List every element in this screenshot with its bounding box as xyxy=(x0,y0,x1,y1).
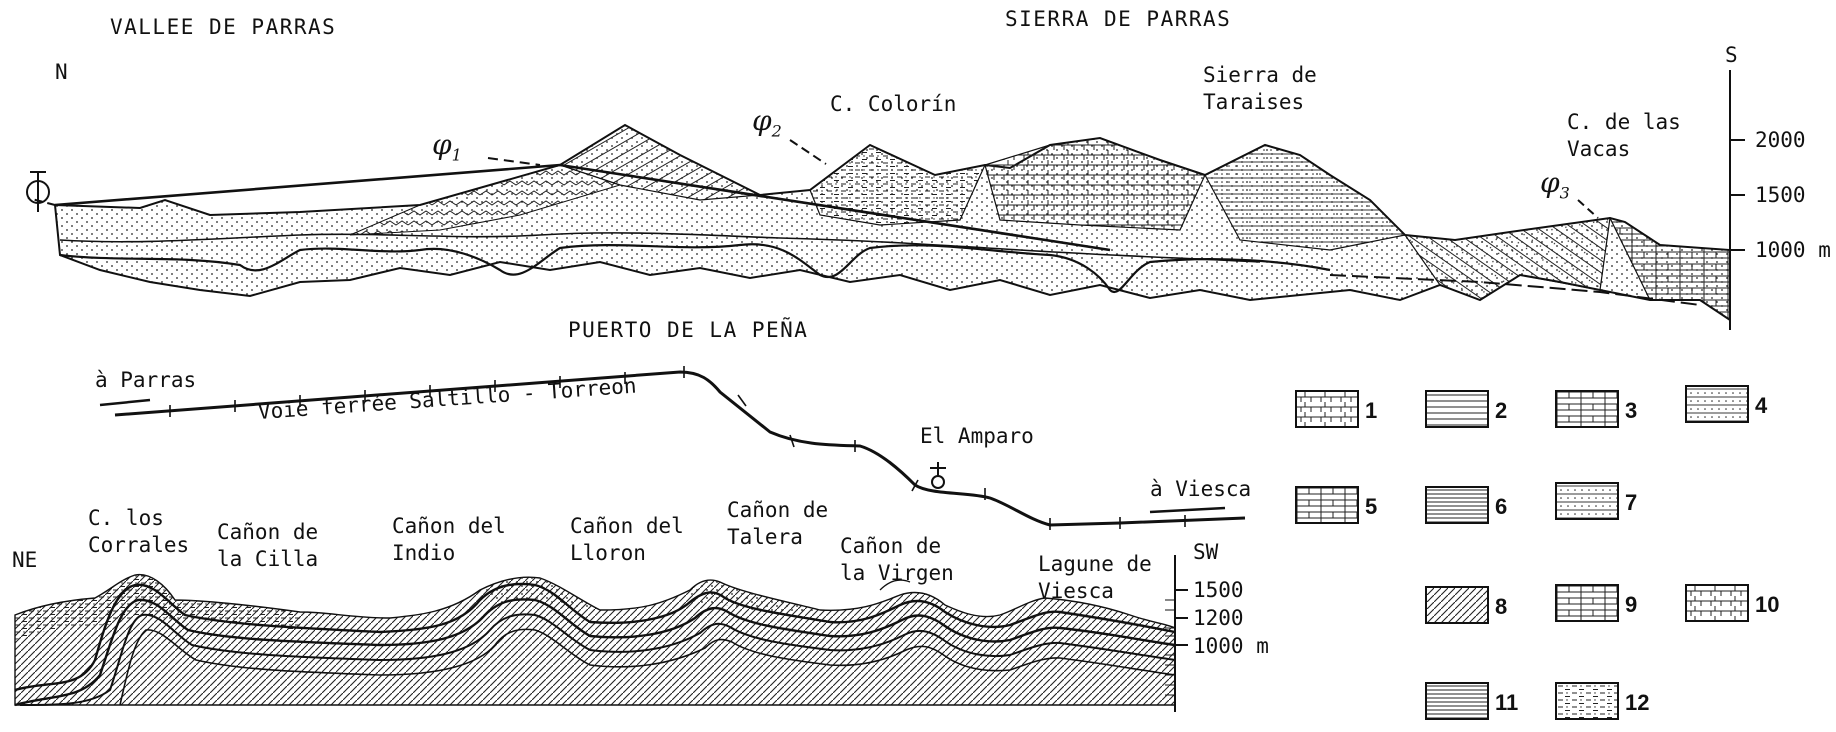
corrales-line1: C. los xyxy=(88,506,164,530)
talera-line1: Cañon de xyxy=(727,498,829,522)
legend-num-9: 9 xyxy=(1625,592,1638,617)
fault-phi3-label: φ3 xyxy=(1540,166,1570,203)
bottom-elevation-scale xyxy=(1165,555,1188,712)
bottom-scale-1500: 1500 xyxy=(1193,578,1244,602)
el-amparo-label: El Amparo xyxy=(920,424,1034,448)
legend-swatch-12 xyxy=(1555,682,1619,720)
legend-swatch-11 xyxy=(1425,682,1489,720)
legend-item-6: 6 xyxy=(1425,486,1535,528)
peak-taraises-line1: Sierra de xyxy=(1203,63,1317,87)
legend-num-11: 11 xyxy=(1495,690,1519,715)
to-viesca-label: à Viesca xyxy=(1150,477,1252,501)
pass-title: PUERTO DE LA PEÑA xyxy=(568,318,809,342)
railway-route xyxy=(99,366,1246,530)
legend-swatch-3 xyxy=(1555,390,1619,428)
legend-num-3: 3 xyxy=(1625,398,1638,423)
north-label: N xyxy=(55,60,68,84)
legend-item-8: 8 xyxy=(1425,586,1535,628)
legend-item-1: 1 xyxy=(1295,390,1405,432)
top-elevation-scale xyxy=(1729,70,1745,330)
legend-swatch-4 xyxy=(1685,385,1749,423)
legend-item-5: 5 xyxy=(1295,486,1405,528)
bottom-profile xyxy=(14,555,1188,712)
legend-item-4: 4 xyxy=(1685,385,1795,427)
legend-item-9: 9 xyxy=(1555,584,1665,626)
legend-swatch-7 xyxy=(1555,482,1619,520)
viesca-line2: Viesca xyxy=(1038,579,1114,603)
legend-num-8: 8 xyxy=(1495,594,1508,619)
legend-item-11: 11 xyxy=(1425,682,1535,724)
legend-num-5: 5 xyxy=(1365,494,1378,519)
bottom-scale-1000: 1000 m xyxy=(1193,634,1269,658)
legend-swatch-8 xyxy=(1425,586,1489,624)
peak-vacas-line2: Vacas xyxy=(1567,137,1631,161)
top-scale-2000: 2000 xyxy=(1755,128,1806,152)
legend-num-1: 1 xyxy=(1365,398,1378,423)
lloron-line2: Lloron xyxy=(570,541,646,565)
legend-swatch-2 xyxy=(1425,390,1489,428)
cilla-line2: la Cilla xyxy=(217,547,319,571)
legend-num-6: 6 xyxy=(1495,494,1508,519)
station-icon xyxy=(930,462,946,489)
peak-colorin-label: C. Colorín xyxy=(830,92,957,116)
legend-num-2: 2 xyxy=(1495,398,1508,423)
legend-num-10: 10 xyxy=(1755,592,1780,617)
bottom-profile-body xyxy=(14,573,1176,706)
peak-taraises-line2: Taraises xyxy=(1203,90,1305,114)
legend-num-12: 12 xyxy=(1625,690,1650,715)
indio-line2: Indio xyxy=(392,541,456,565)
fault-phi1-label: φ1 xyxy=(432,128,462,165)
top-profile xyxy=(26,70,1745,330)
legend-item-3: 3 xyxy=(1555,390,1665,432)
legend-swatch-6 xyxy=(1425,486,1489,524)
fault-symbol-icon xyxy=(26,171,50,212)
region-right-title: SIERRA DE PARRAS xyxy=(1005,7,1232,31)
peak-vacas-line1: C. de las xyxy=(1567,110,1681,134)
virgen-line1: Cañon de xyxy=(840,534,942,558)
legend-swatch-5 xyxy=(1295,486,1359,524)
bottom-scale-1200: 1200 xyxy=(1193,606,1244,630)
legend-swatch-10 xyxy=(1685,584,1749,622)
legend-swatch-1 xyxy=(1295,390,1359,428)
top-scale-1500: 1500 xyxy=(1755,183,1806,207)
legend-item-12: 12 xyxy=(1555,682,1665,724)
virgen-line2: la Virgen xyxy=(840,561,954,585)
cilla-line1: Cañon de xyxy=(217,520,319,544)
legend-swatch-9 xyxy=(1555,584,1619,622)
top-scale-1000: 1000 m xyxy=(1755,238,1831,262)
indio-line1: Cañon del xyxy=(392,514,506,538)
legend-item-2: 2 xyxy=(1425,390,1535,432)
south-label: S xyxy=(1725,43,1738,67)
talera-line2: Talera xyxy=(727,525,803,549)
legend-item-7: 7 xyxy=(1555,482,1665,524)
northeast-label: NE xyxy=(12,548,38,572)
legend-num-4: 4 xyxy=(1755,393,1768,418)
southwest-label: SW xyxy=(1193,540,1219,564)
viesca-line1: Lagune de xyxy=(1038,552,1152,576)
fault-phi2-label: φ2 xyxy=(752,104,782,141)
to-parras-label: à Parras xyxy=(95,368,197,392)
legend-num-7: 7 xyxy=(1625,490,1638,515)
region-left-title: VALLEE DE PARRAS xyxy=(110,15,337,39)
corrales-line2: Corrales xyxy=(88,533,190,557)
lloron-line1: Cañon del xyxy=(570,514,684,538)
legend-item-10: 10 xyxy=(1685,584,1795,626)
